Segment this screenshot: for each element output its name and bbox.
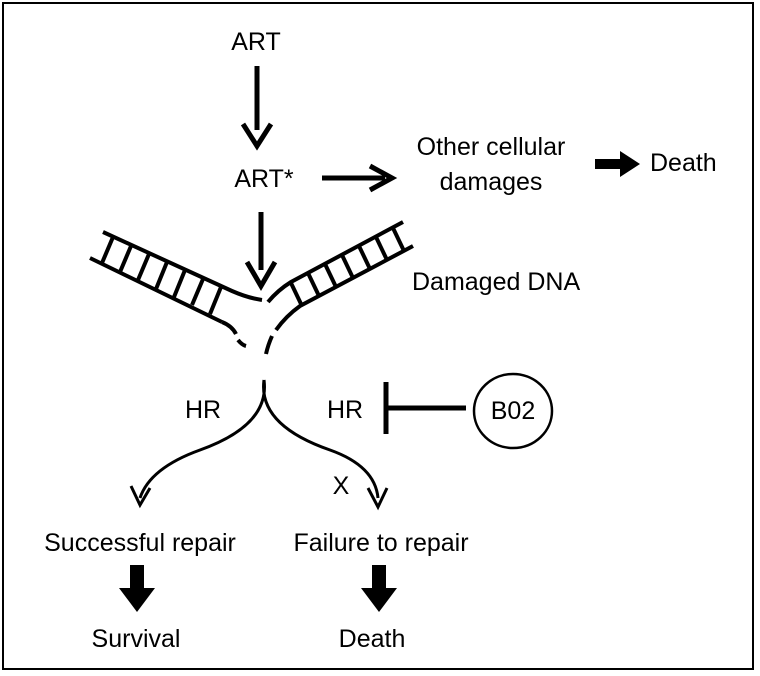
node-failure-to-repair: Failure to repair <box>293 529 469 557</box>
label-x: X <box>332 472 350 500</box>
damaged-dna-right-strand <box>264 220 414 355</box>
node-damaged-dna: Damaged DNA <box>412 268 581 296</box>
diagram-frame <box>2 2 754 670</box>
node-other-damages-line1: Other cellular <box>416 133 566 161</box>
node-art-star: ART* <box>234 165 294 193</box>
node-survival: Survival <box>91 625 181 653</box>
b02-inhibition <box>383 382 466 434</box>
hr-right-arrowhead <box>366 487 389 511</box>
label-hr-left: HR <box>184 396 222 424</box>
damaged-dna-left-strand <box>89 230 263 348</box>
node-successful-repair: Successful repair <box>44 529 236 557</box>
node-death-top: Death <box>650 149 717 177</box>
node-b02: B02 <box>490 397 536 425</box>
block-arrow-to-death-bottom <box>361 565 397 612</box>
arrow-art-to-artstar <box>240 66 274 151</box>
arrow-artstar-to-damages <box>322 163 398 193</box>
hr-left-arrowhead <box>129 485 152 509</box>
node-art: ART <box>231 28 281 56</box>
node-death-bottom: Death <box>338 625 406 653</box>
b02-circle <box>472 372 554 450</box>
arrow-artstar-to-dna <box>244 212 278 291</box>
hr-bifurcation <box>138 379 380 499</box>
label-hr-right: HR <box>326 396 364 424</box>
block-arrow-to-survival <box>119 565 155 612</box>
node-other-damages-line2: damages <box>439 168 543 196</box>
block-arrow-to-death-top <box>595 151 640 177</box>
